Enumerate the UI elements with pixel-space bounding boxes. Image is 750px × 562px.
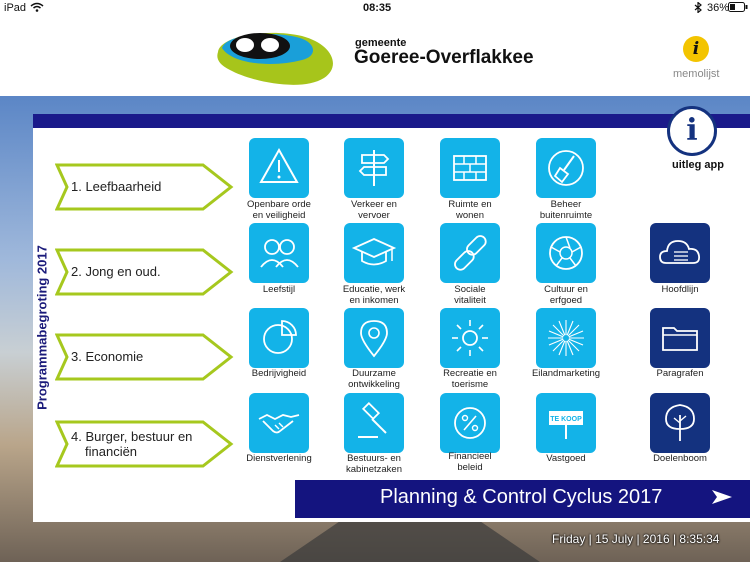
uitleg-info-icon[interactable]: i [667, 106, 717, 156]
shovel-icon [548, 150, 584, 186]
tile-hoofdlijn[interactable] [650, 223, 710, 283]
date-time-display: Friday | 15 July | 2016 | 8:35:34 [552, 532, 720, 546]
tile-financieel-beleid[interactable] [440, 393, 500, 453]
tile-duurzame-ontwikkeling[interactable] [344, 308, 404, 368]
map-pin-icon [360, 320, 388, 358]
tree-icon [665, 404, 695, 441]
tile-label: Eilandmarketing [531, 368, 601, 379]
sun-icon [452, 320, 488, 356]
tile-doelenboom[interactable] [650, 393, 710, 453]
tile-vastgoed[interactable]: TE KOOP [536, 393, 596, 453]
program-arrow-2[interactable]: 2. Jong en oud. [55, 248, 235, 296]
brand-subtitle: gemeente [355, 37, 407, 49]
cloud-checklist-icon [659, 240, 701, 264]
tile-paragrafen[interactable] [650, 308, 710, 368]
battery-icon [728, 2, 748, 15]
tile-educatie[interactable] [344, 223, 404, 283]
program-label: 2. Jong en oud. [71, 264, 161, 279]
memo-button-label[interactable]: memolijst [673, 68, 720, 80]
tile-openbare-orde[interactable] [249, 138, 309, 198]
for-sale-sign-icon: TE KOOP [549, 411, 583, 439]
arrow-right-icon [710, 487, 734, 512]
brand-title: Goeree-Overflakkee [354, 47, 534, 68]
battery-percentage: 36% [707, 2, 730, 14]
uitleg-label[interactable]: uitleg app [672, 159, 724, 171]
tile-leefstijl[interactable] [249, 223, 309, 283]
tile-beheer[interactable] [536, 138, 596, 198]
tile-bedrijvigheid[interactable] [249, 308, 309, 368]
program-arrow-1[interactable]: 1. Leefbaarheid [55, 163, 235, 211]
tile-cultuur[interactable] [536, 223, 596, 283]
gavel-icon [358, 401, 387, 438]
percent-icon [454, 407, 486, 439]
municipality-logo [212, 26, 342, 91]
tile-verkeer[interactable] [344, 138, 404, 198]
status-bar: iPad 08:35 36% [0, 0, 750, 16]
warning-icon [259, 147, 299, 183]
tile-ruimte[interactable] [440, 138, 500, 198]
planning-control-button[interactable]: Planning & Control Cyclus 2017 [295, 480, 750, 518]
tile-recreatie[interactable] [440, 308, 500, 368]
tile-label: Bedrijvigheid [251, 368, 307, 379]
app-header: gemeente Goeree-Overflakkee i memolijst [0, 16, 750, 96]
tile-label: Hoofdlijn [661, 284, 699, 295]
panel-top-bar [33, 114, 750, 128]
chain-link-icon [454, 235, 487, 271]
program-label: 3. Economie [71, 349, 144, 364]
planning-control-title: Planning & Control Cyclus 2017 [380, 486, 663, 508]
aperture-icon [549, 236, 583, 270]
tile-label: Vastgoed [546, 453, 586, 464]
folder-icon [662, 327, 698, 351]
brick-wall-icon [453, 155, 487, 181]
memo-info-icon[interactable]: i [683, 36, 709, 62]
device-name: iPad [4, 2, 27, 14]
tile-bestuurszaken[interactable] [344, 393, 404, 453]
tile-label: Doelenboom [653, 453, 707, 464]
tile-label: Leefstijl [262, 284, 296, 295]
people-icon [260, 239, 299, 268]
sidebar-title: Programmabegroting 2017 [34, 245, 50, 410]
tile-label: Paragrafen [656, 368, 704, 379]
clock: 08:35 [363, 2, 392, 14]
tile-label: Dienstverlening [246, 453, 312, 464]
graduation-cap-icon [351, 238, 397, 266]
svg-text:TE KOOP: TE KOOP [550, 416, 582, 423]
tile-eilandmarketing[interactable] [536, 308, 596, 368]
tile-dienstverlening[interactable] [249, 393, 309, 453]
tile-sociale-vitaliteit[interactable] [440, 223, 500, 283]
wifi-icon [30, 2, 44, 15]
program-label: 1. Leefbaarheid [71, 179, 162, 194]
starburst-icon [548, 320, 584, 356]
handshake-icon [258, 413, 300, 434]
bluetooth-icon [694, 1, 702, 16]
pie-chart-icon [263, 320, 297, 354]
program-arrow-3[interactable]: 3. Economie [55, 333, 235, 381]
signpost-icon [358, 150, 390, 186]
